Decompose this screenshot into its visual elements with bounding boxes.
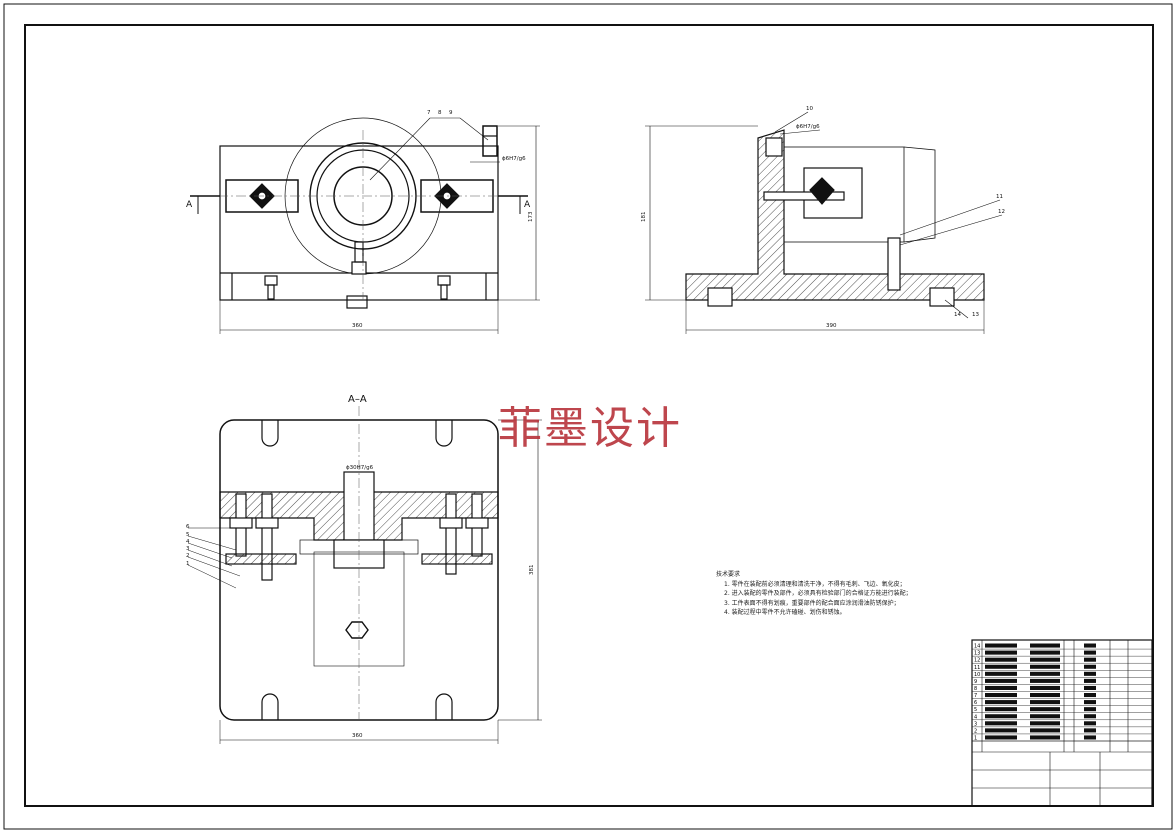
bom-redacted-cell (1084, 700, 1096, 705)
bom-redacted-cell (985, 657, 1017, 662)
bom-redacted-cell (1084, 728, 1096, 733)
bom-redacted-cell (985, 700, 1017, 705)
bom-row-number: 5 (974, 707, 977, 713)
bom-redacted-cell (985, 714, 1017, 719)
technical-requirements: 技术要求 1. 零件在装配前必须清理和清洗干净，不得有毛刺、飞边、氧化皮； 2.… (716, 570, 912, 618)
plan-fit-note: ϕ30H7/g6 (346, 465, 374, 471)
bom-redacted-cell (1030, 700, 1060, 705)
plan-height-dim: 381 (529, 564, 535, 576)
bom-row-number: 7 (974, 693, 977, 699)
bom-row-number: 4 (974, 714, 977, 720)
bom-redacted-cell (1084, 693, 1096, 698)
front-height-dim: 173 (528, 211, 534, 223)
bom-redacted-cell (985, 721, 1017, 726)
side-view (645, 111, 1003, 334)
bom-redacted-cell (1084, 650, 1096, 655)
bom-redacted-cell (1084, 643, 1096, 648)
bom-row-number: 1 (974, 736, 977, 742)
leader-12: 12 (998, 209, 1005, 215)
bom-redacted-cell (1030, 714, 1060, 719)
title-block (971, 639, 1153, 807)
bom-redacted-cell (1030, 728, 1060, 733)
bom-redacted-cell (985, 650, 1017, 655)
bom-redacted-cell (1030, 707, 1060, 712)
outer-border (3, 3, 1173, 830)
leader-3: 3 (186, 546, 190, 552)
bom-redacted-cell (985, 664, 1017, 669)
front-width-dim: 360 (352, 323, 363, 329)
plan-width-dim: 360 (352, 733, 363, 739)
bom-redacted-cell (1084, 735, 1096, 740)
front-fit-note: ϕ6H7/g6 (502, 156, 526, 162)
bom-row-number: 2 (974, 728, 977, 734)
bom-redacted-cell (1084, 678, 1096, 683)
bom-row-number: 10 (974, 672, 980, 678)
watermark: 菲墨设计 (498, 403, 682, 454)
leader-10: 10 (806, 106, 813, 112)
bom-redacted-cell (1030, 671, 1060, 676)
bom-redacted-cell (1084, 657, 1096, 662)
bom-redacted-cell (1030, 685, 1060, 690)
bom-redacted-cell (1030, 650, 1060, 655)
leader-11: 11 (996, 194, 1003, 200)
leader-1: 1 (186, 561, 190, 567)
bom-row-number: 6 (974, 700, 977, 706)
leader-4: 4 (186, 539, 190, 545)
bom-redacted-cell (1030, 693, 1060, 698)
bom-redacted-cell (985, 707, 1017, 712)
section-marker-left: A (186, 200, 193, 210)
bom-redacted-cell (1030, 664, 1060, 669)
tech-item: 1. 零件在装配前必须清理和清洗干净，不得有毛刺、飞边、氧化皮； (724, 580, 906, 588)
leader-9: 9 (449, 110, 453, 116)
bom-row-number: 12 (974, 658, 980, 664)
side-fit-note: ϕ6H7/g6 (796, 124, 820, 130)
tech-item: 3. 工件表面不得有划痕，重要部件的配合面应涂润滑油防锈保护； (724, 599, 900, 607)
bom-redacted-cell (1084, 714, 1096, 719)
bom-redacted-cell (985, 685, 1017, 690)
bom-redacted-cell (985, 728, 1017, 733)
bom-redacted-cell (1084, 707, 1096, 712)
bom-redacted-cell (1030, 643, 1060, 648)
leader-2: 2 (186, 553, 190, 559)
bom-redacted-cell (1030, 735, 1060, 740)
bom-redacted-cell (1084, 685, 1096, 690)
bom-redacted-cell (985, 643, 1017, 648)
bom-redacted-cell (1084, 671, 1096, 676)
bom-row-number: 9 (974, 679, 977, 685)
section-view (187, 406, 542, 744)
bom-redacted-cell (1030, 678, 1060, 683)
leader-5: 5 (186, 532, 190, 538)
tech-title: 技术要求 (716, 571, 741, 578)
side-height-dim: 181 (641, 211, 647, 223)
section-title: A–A (348, 394, 367, 405)
bom-redacted-cell (1030, 657, 1060, 662)
bom-redacted-cell (985, 678, 1017, 683)
bom-row-number: 11 (974, 665, 980, 671)
leader-8: 8 (438, 110, 442, 116)
leader-14: 14 (954, 312, 961, 318)
leader-7: 7 (427, 110, 431, 116)
section-marker-right: A (524, 200, 531, 210)
tech-item: 2. 进入装配的零件及部件，必须具有检验部门的合格证方能进行装配； (724, 590, 912, 597)
bom-row-number: 8 (974, 686, 977, 692)
bom-redacted-cell (985, 735, 1017, 740)
bom-row-number: 13 (974, 651, 980, 657)
bom-row-number: 3 (974, 721, 977, 727)
leader-13: 13 (972, 312, 979, 318)
inner-border (24, 24, 1154, 807)
side-width-dim: 390 (826, 323, 837, 329)
bom-redacted-cell (1030, 721, 1060, 726)
bom-redacted-cell (1084, 721, 1096, 726)
bom-redacted-cell (1084, 664, 1096, 669)
leader-6: 6 (186, 524, 190, 530)
front-view (190, 117, 540, 334)
tech-item: 4. 装配过程中零件不允许磕碰、划伤和锈蚀。 (724, 609, 846, 616)
bom-row-number: 14 (974, 644, 980, 650)
bom-redacted-cell (985, 671, 1017, 676)
bom-redacted-cell (985, 693, 1017, 698)
